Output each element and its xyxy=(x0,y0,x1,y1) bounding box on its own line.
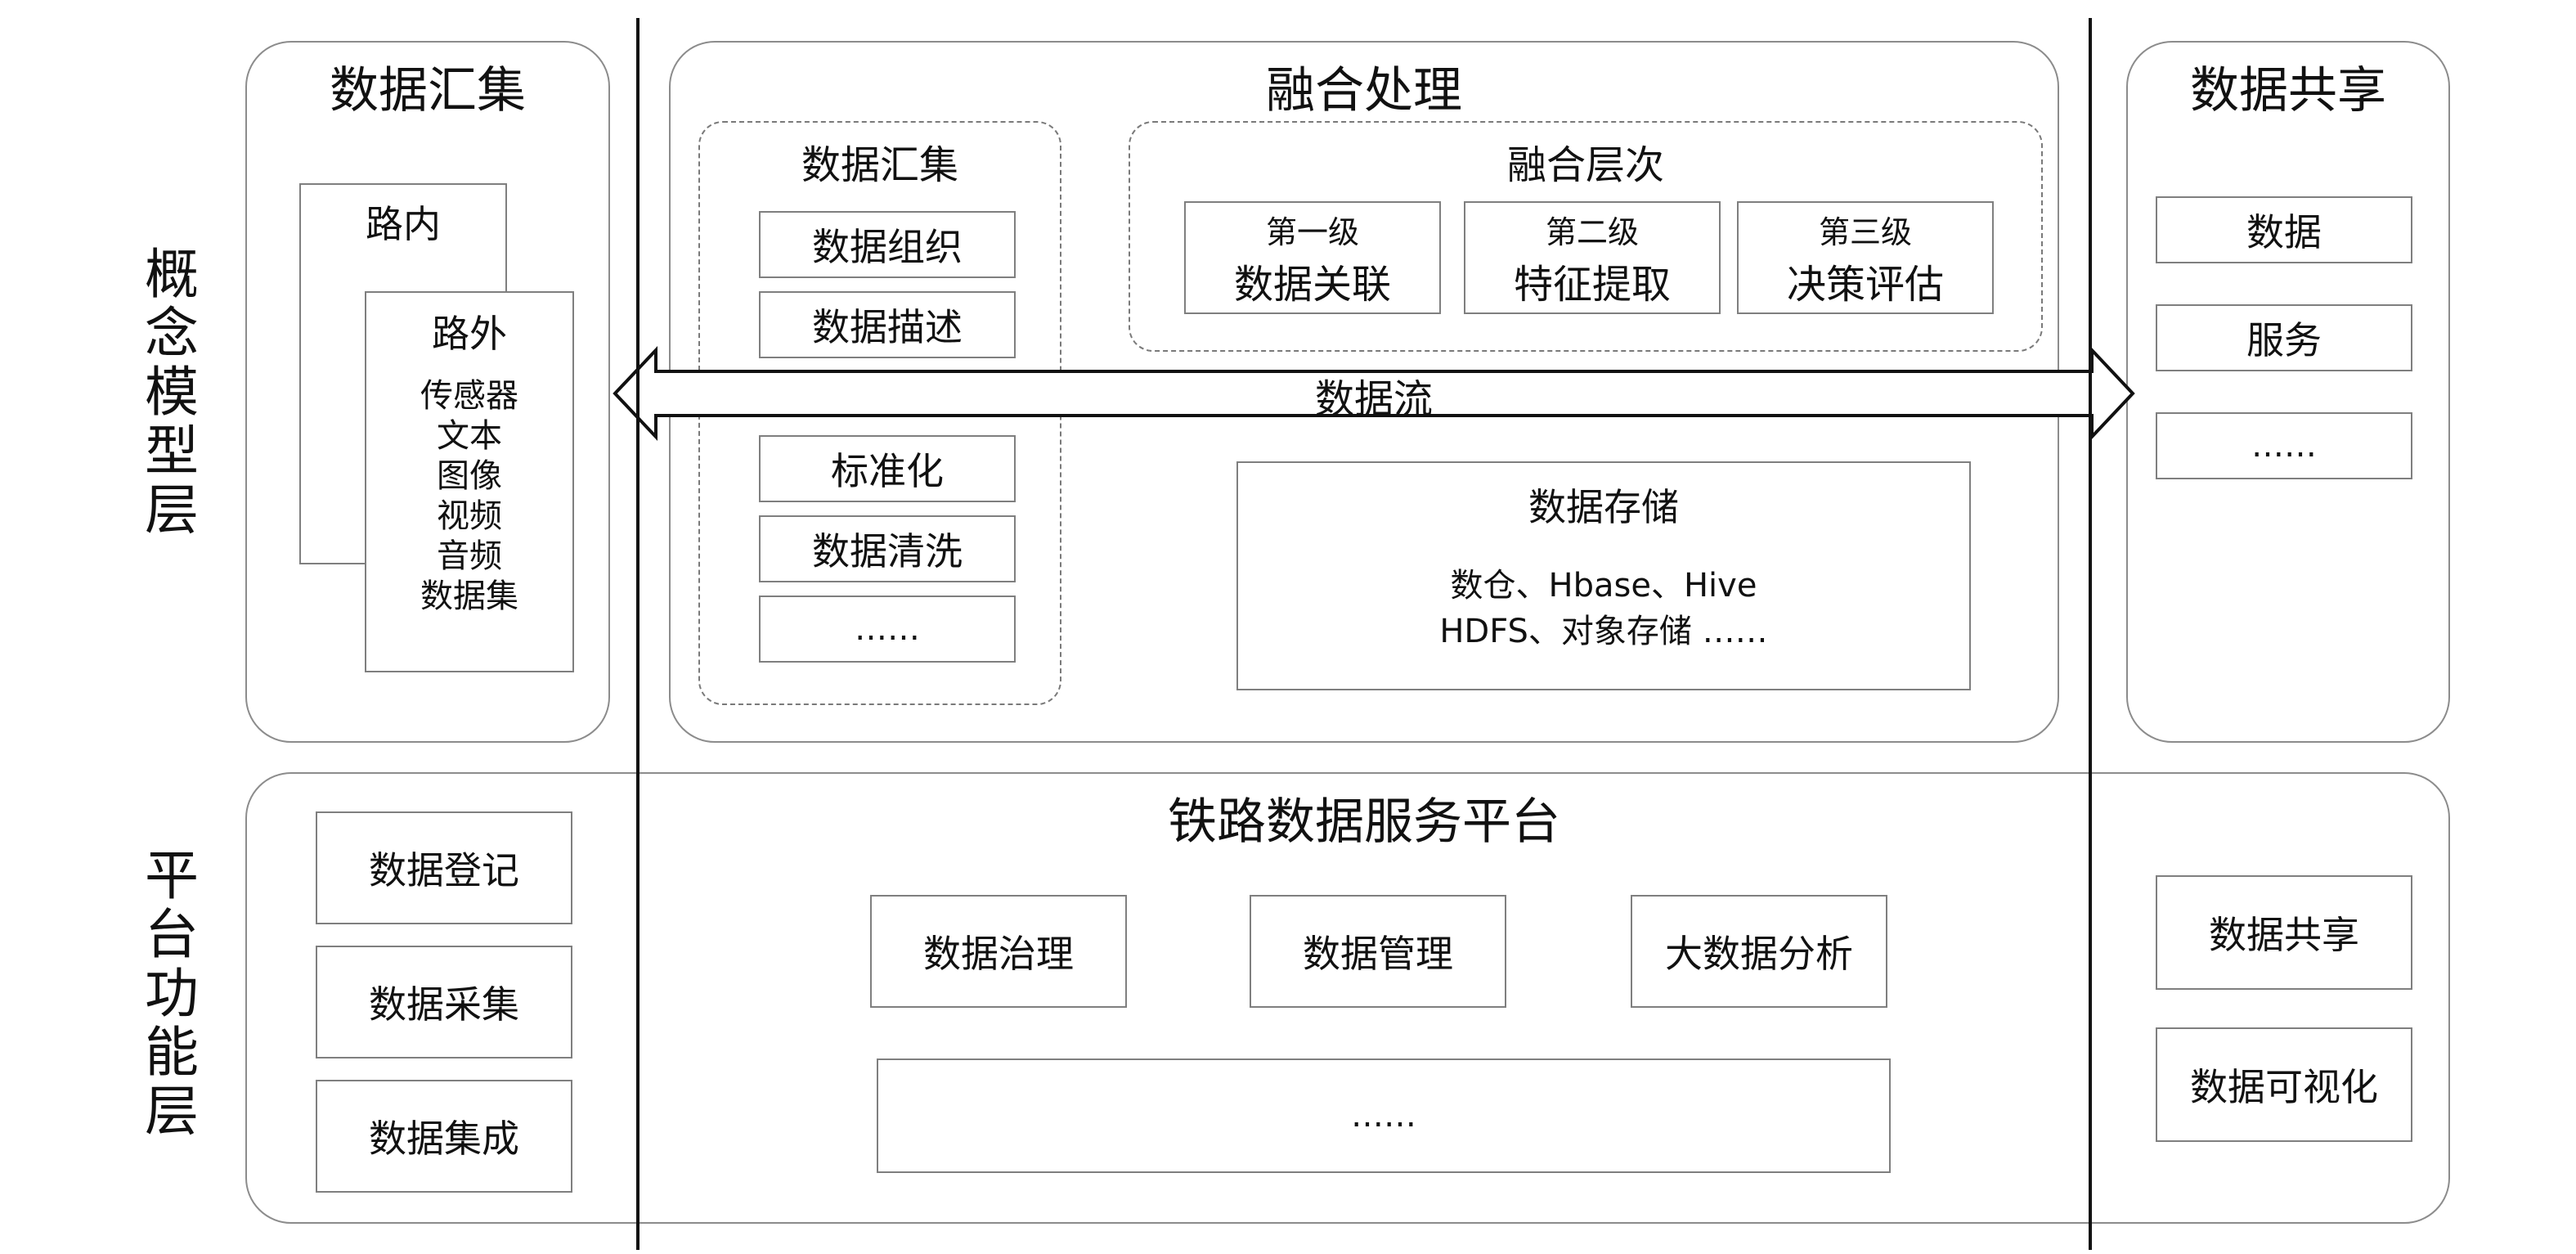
storage-line: 数仓、Hbase、Hive xyxy=(1450,567,1757,605)
fusion-collect-title: 数据汇集 xyxy=(801,142,958,188)
fusion-level-rank: 第一级 xyxy=(1265,213,1359,250)
fusion-level-3: 第三级 决策评估 xyxy=(1737,201,1994,314)
outer-source-item: 文本 xyxy=(437,417,502,455)
fusion-level-rank: 第三级 xyxy=(1818,213,1912,250)
fusion-levels-title: 融合层次 xyxy=(1506,142,1664,188)
fusion-level-name: 决策评估 xyxy=(1786,261,1944,308)
collect-panel-title: 数据汇集 xyxy=(330,62,526,119)
collect-step-clean: 数据清洗 xyxy=(759,515,1016,582)
outer-source-item: 音频 xyxy=(437,537,502,575)
share-item-data: 数据 xyxy=(2156,196,2412,263)
storage-title: 数据存储 xyxy=(1528,485,1679,529)
fusion-level-name: 数据关联 xyxy=(1233,261,1391,308)
fusion-level-1: 第一级 数据关联 xyxy=(1184,201,1441,314)
platform-more: …… xyxy=(877,1058,1891,1173)
outer-source-item: 数据集 xyxy=(420,578,518,615)
outer-source-item: 视频 xyxy=(437,497,502,535)
platform-acquire: 数据采集 xyxy=(316,946,572,1058)
share-panel xyxy=(2126,41,2450,743)
collect-step-standardize: 标准化 xyxy=(759,435,1016,502)
share-item-service: 服务 xyxy=(2156,304,2412,371)
outer-source-list: 传感器 文本 图像 视频 音频 数据集 xyxy=(366,376,572,617)
storage-line: HDFS、对象存储 …… xyxy=(1439,613,1768,650)
divider-left xyxy=(636,18,640,1250)
platform-management: 数据管理 xyxy=(1250,895,1506,1008)
storage-details: 数仓、Hbase、Hive HDFS、对象存储 …… xyxy=(1238,563,1969,654)
platform-integrate: 数据集成 xyxy=(316,1080,572,1193)
platform-share: 数据共享 xyxy=(2156,875,2412,990)
data-flow-label: 数据流 xyxy=(1314,376,1433,422)
collect-step-organize: 数据组织 xyxy=(759,211,1016,278)
outer-source-title: 路外 xyxy=(432,312,507,356)
collect-step-describe: 数据描述 xyxy=(759,291,1016,358)
layer-label-platform: 平台功能层 xyxy=(139,847,204,1141)
fusion-level-2: 第二级 特征提取 xyxy=(1464,201,1721,314)
outer-source-item: 传感器 xyxy=(420,377,518,415)
outer-source-item: 图像 xyxy=(437,457,502,495)
divider-right xyxy=(2089,18,2092,1250)
platform-visualize: 数据可视化 xyxy=(2156,1027,2412,1142)
share-panel-title: 数据共享 xyxy=(2190,62,2386,119)
platform-bigdata-analysis: 大数据分析 xyxy=(1631,895,1887,1008)
share-item-more: …… xyxy=(2156,412,2412,479)
fusion-level-rank: 第二级 xyxy=(1545,213,1639,250)
data-flow-arrow xyxy=(613,345,2135,442)
platform-governance: 数据治理 xyxy=(870,895,1127,1008)
layer-label-concept: 概念模型层 xyxy=(139,245,204,540)
fusion-level-name: 特征提取 xyxy=(1513,261,1671,308)
fusion-panel-title: 融合处理 xyxy=(1266,62,1462,119)
storage-box: 数据存储 数仓、Hbase、Hive HDFS、对象存储 …… xyxy=(1236,461,1971,690)
inner-source-title: 路内 xyxy=(366,202,441,246)
fusion-levels-group xyxy=(1129,121,2043,352)
collect-step-more: …… xyxy=(759,596,1016,663)
outer-source-box: 路外 传感器 文本 图像 视频 音频 数据集 xyxy=(365,291,574,672)
layer-label-platform-text: 平台功能层 xyxy=(145,844,199,1143)
layer-label-concept-text: 概念模型层 xyxy=(145,243,199,542)
platform-title: 铁路数据服务平台 xyxy=(1168,793,1560,851)
platform-register: 数据登记 xyxy=(316,811,572,924)
